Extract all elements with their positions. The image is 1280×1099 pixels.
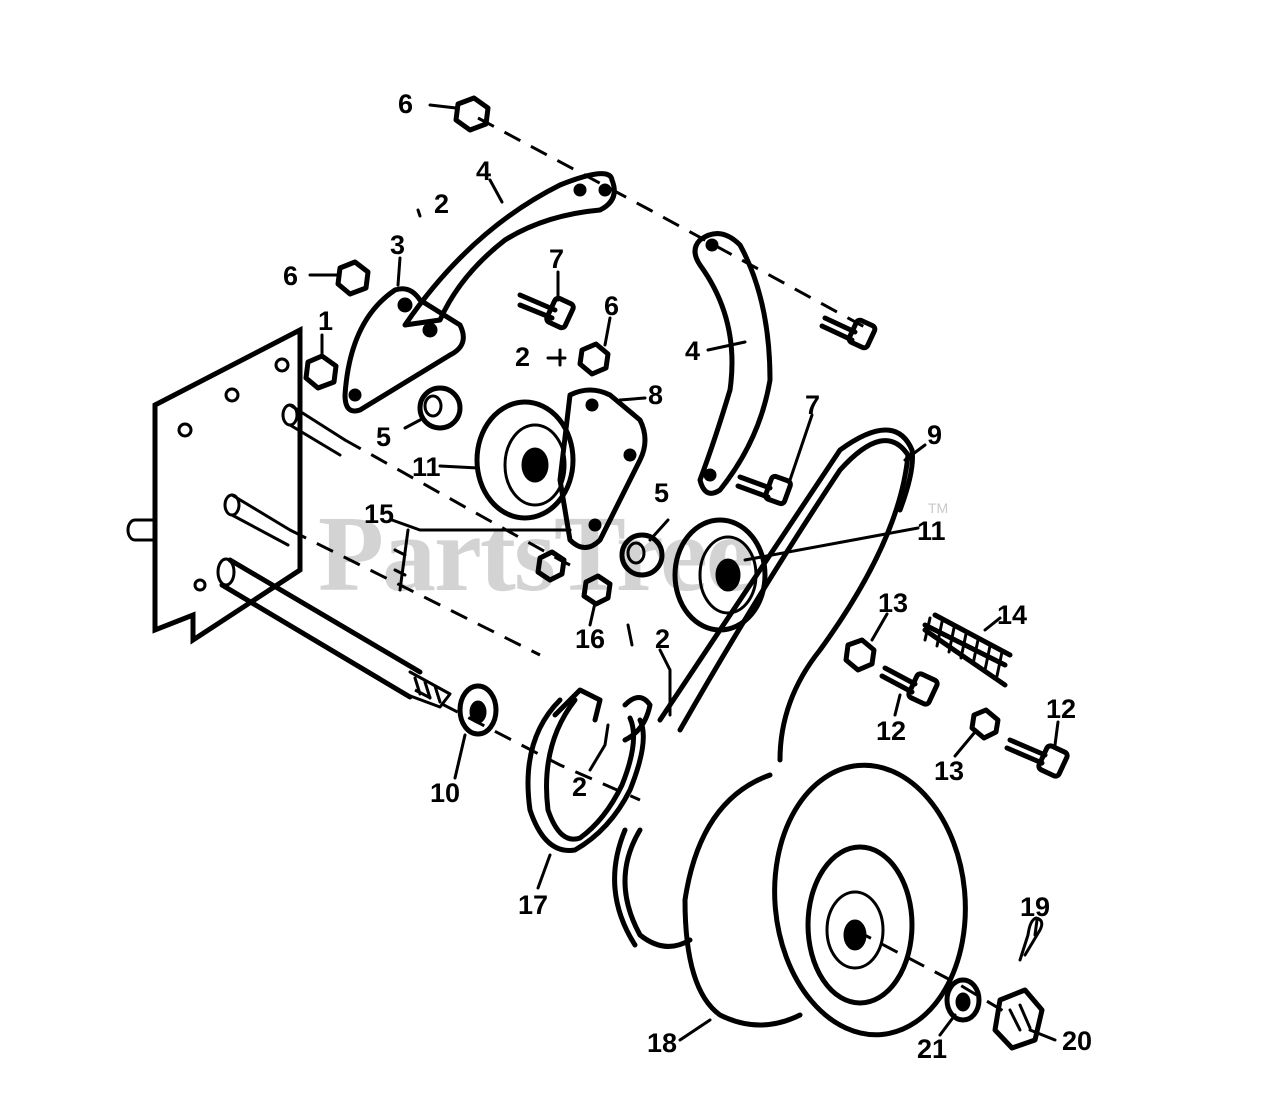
upper-arm-part-4 [402, 171, 617, 328]
belt-part-9 [612, 427, 915, 949]
callout-19: 19 [1020, 892, 1050, 922]
callout-6: 6 [398, 89, 413, 119]
callout-4: 4 [476, 156, 491, 186]
leader-lines [308, 103, 1060, 1042]
callout-3: 3 [390, 230, 405, 260]
callout-11: 11 [917, 516, 946, 546]
bolts [517, 292, 1070, 779]
watermark-trademark: TM [928, 500, 948, 516]
plate-part-8 [557, 387, 648, 550]
callout-14: 14 [997, 600, 1027, 630]
idler-pulley-upper [474, 399, 576, 521]
callout-16: 16 [575, 624, 605, 654]
callout-5: 5 [376, 422, 391, 452]
washer-part-10 [457, 683, 499, 737]
callout-10: 10 [430, 778, 460, 808]
callout-13: 13 [934, 756, 964, 786]
callout-21: 21 [917, 1034, 947, 1064]
callout-13: 13 [878, 588, 908, 618]
callout-11: 11 [412, 452, 441, 482]
bracket-part-3 [342, 286, 466, 414]
callout-8: 8 [648, 380, 663, 410]
callout-12: 12 [876, 716, 906, 746]
axle-hardware [944, 916, 1045, 1051]
callout-2: 2 [434, 189, 449, 219]
nuts [303, 95, 1001, 741]
callout-4: 4 [685, 336, 700, 366]
callout-7: 7 [549, 244, 564, 274]
callout-6: 6 [283, 261, 298, 291]
callout-2: 2 [655, 624, 670, 654]
callout-2: 2 [515, 342, 530, 372]
callout-labels: 6 4 2 3 6 1 7 6 2 8 4 7 5 11 9 15 5 11 1… [283, 89, 1092, 1064]
callout-6: 6 [604, 291, 619, 321]
callout-17: 17 [518, 890, 548, 920]
lower-arm-part-4 [692, 231, 773, 496]
shafts [216, 403, 452, 709]
callout-20: 20 [1062, 1026, 1092, 1056]
callout-7: 7 [805, 390, 820, 420]
callout-2: 2 [572, 772, 587, 802]
callout-18: 18 [647, 1028, 677, 1058]
callout-1: 1 [318, 306, 333, 336]
wheel-part-18 [682, 762, 968, 1038]
spring-part-14 [922, 612, 1013, 688]
callout-5: 5 [654, 478, 669, 508]
brake-band-part-17 [525, 687, 653, 853]
callout-12: 12 [1046, 694, 1076, 724]
callout-15: 15 [364, 499, 394, 529]
spacers [417, 385, 665, 578]
mounting-plate [126, 325, 303, 645]
callout-9: 9 [927, 420, 942, 450]
